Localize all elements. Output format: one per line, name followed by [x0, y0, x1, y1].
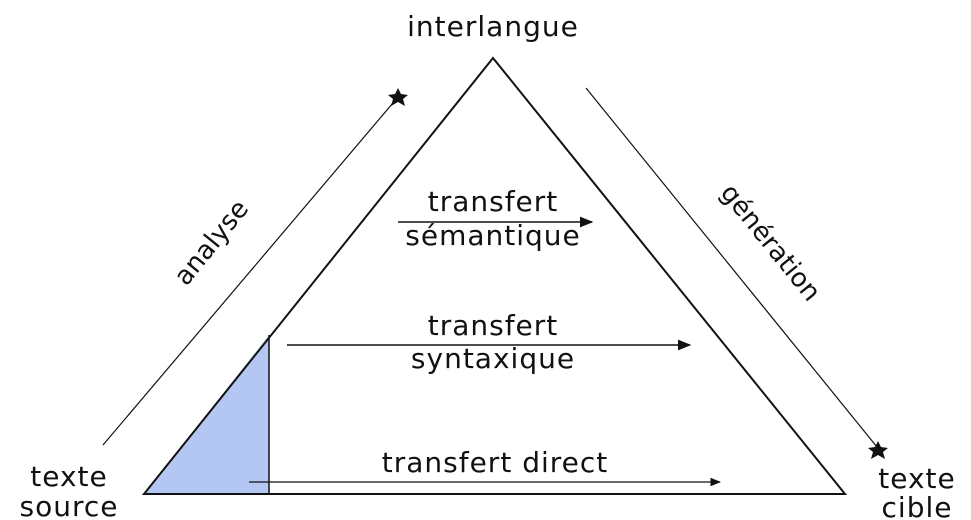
target-text-label-line1: texte	[878, 462, 956, 495]
semantic-transfer-label-line1: transfert	[428, 185, 559, 218]
generation-arrow	[585, 87, 878, 448]
direct-transfer-label: transfert direct	[382, 446, 609, 479]
semantic-transfer-label-line2: sémantique	[405, 219, 581, 252]
source-text-label-line1: texte	[30, 460, 108, 493]
generation-label: génération	[714, 179, 826, 308]
analysis-label: analyse	[169, 194, 256, 291]
syntactic-transfer-label-line1: transfert	[428, 309, 559, 342]
interlangue-label: interlangue	[407, 10, 579, 43]
triangle-outline	[141, 56, 848, 495]
analysis-arrow	[102, 96, 399, 446]
syntactic-transfer-label-line2: syntaxique	[411, 342, 575, 375]
generation-arrow-star	[868, 441, 888, 459]
source-text-label-line2: source	[20, 490, 119, 520]
analysis-arrow-star	[388, 88, 408, 106]
target-text-label-line2: cible	[882, 491, 953, 520]
